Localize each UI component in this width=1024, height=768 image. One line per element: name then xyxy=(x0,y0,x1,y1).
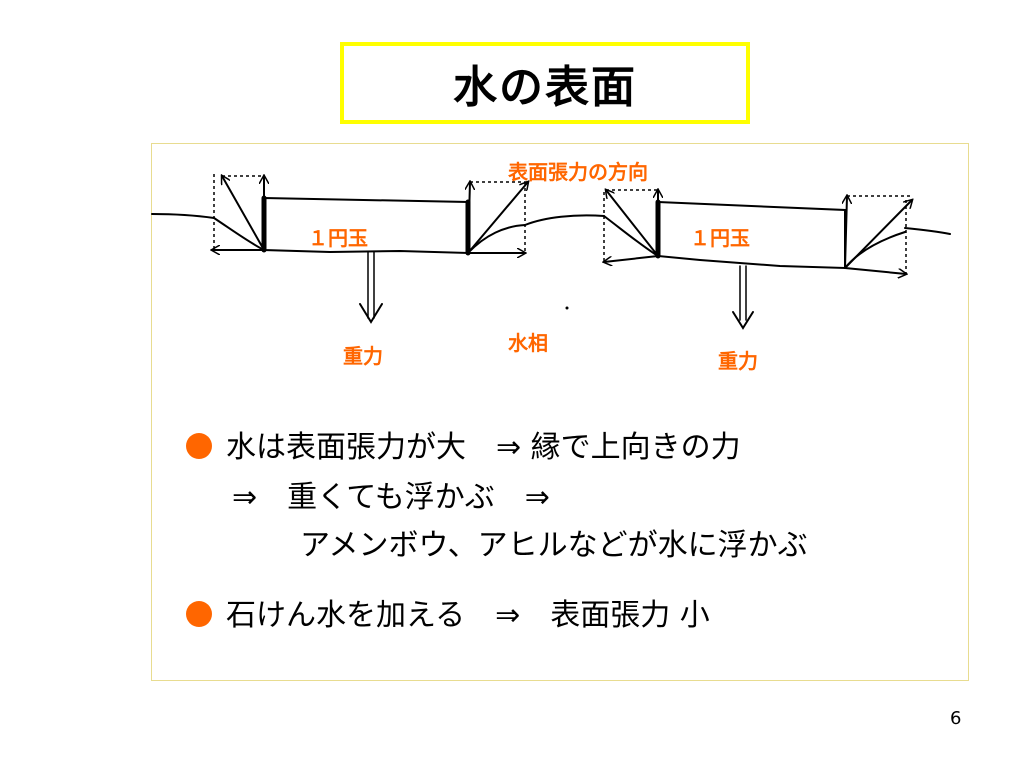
tension-arrow-r1-1 xyxy=(606,190,659,257)
bullet-1-line-3: アメンボウ、アヒルなどが水に浮かぶ xyxy=(300,528,808,563)
page-number: 6 xyxy=(950,708,962,729)
bullet-dot-icon xyxy=(186,601,212,627)
gravity-arrow-left xyxy=(367,251,375,319)
content-frame xyxy=(151,143,969,681)
bullet-1-line-1: 水は表面張力が大 ⇒ 縁で上向きの力 xyxy=(186,422,741,466)
tension-arrow-r2-3 xyxy=(844,267,906,274)
tension-arrow-mid-2 xyxy=(467,182,528,254)
gravity-label-left: 重力 xyxy=(343,344,383,368)
gravity-label-right: 重力 xyxy=(718,349,758,373)
bullet-dot-icon xyxy=(186,433,212,459)
coin-right xyxy=(657,200,846,270)
tension-arrow-r2-1 xyxy=(845,196,847,269)
water-surface-line xyxy=(151,213,951,235)
tension-arrow-r1-3 xyxy=(604,255,659,262)
slide-title-box: 水の表面 xyxy=(340,42,750,124)
bullet-2-line-1: 石けん水を加える ⇒ 表面張力 小 xyxy=(186,590,710,634)
bullet-1-text-1: 水は表面張力が大 ⇒ 縁で上向きの力 xyxy=(226,430,741,465)
coin-label-right: １円玉 xyxy=(690,226,750,250)
tension-arrow-mid-1 xyxy=(468,182,470,254)
surface-tension-direction-label: 表面張力の方向 xyxy=(508,160,648,184)
water-phase-label: 水相 xyxy=(508,331,548,355)
bullet-2-text-1: 石けん水を加える ⇒ 表面張力 小 xyxy=(226,598,710,633)
gravity-arrow-right xyxy=(739,265,747,321)
bullet-1-line-2: ⇒ 重くても浮かぶ ⇒ xyxy=(232,480,550,515)
tension-arrow-left-1 xyxy=(222,176,265,251)
slide-title: 水の表面 xyxy=(453,62,637,113)
coin-label-left: １円玉 xyxy=(308,226,368,250)
tension-arrow-r2-2 xyxy=(844,200,912,269)
